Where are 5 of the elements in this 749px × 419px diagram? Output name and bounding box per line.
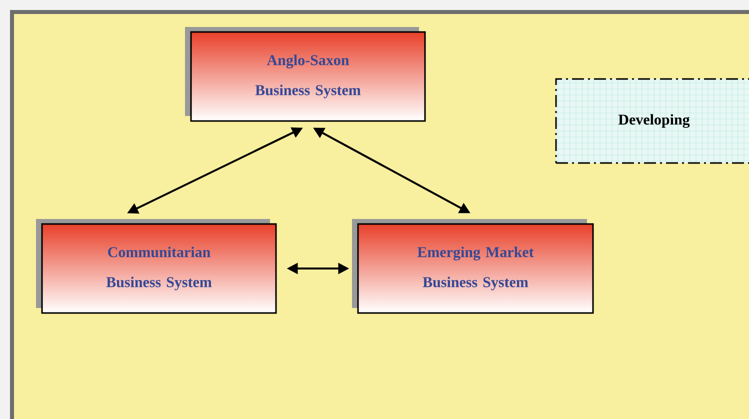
system-box: Communitarian Business System: [36, 219, 277, 314]
system-box: Anglo-Saxon Business System: [185, 27, 426, 122]
system-box: Emerging Market Business System: [352, 219, 594, 314]
developing-box: [555, 78, 749, 164]
box-label: Developing: [618, 114, 690, 128]
